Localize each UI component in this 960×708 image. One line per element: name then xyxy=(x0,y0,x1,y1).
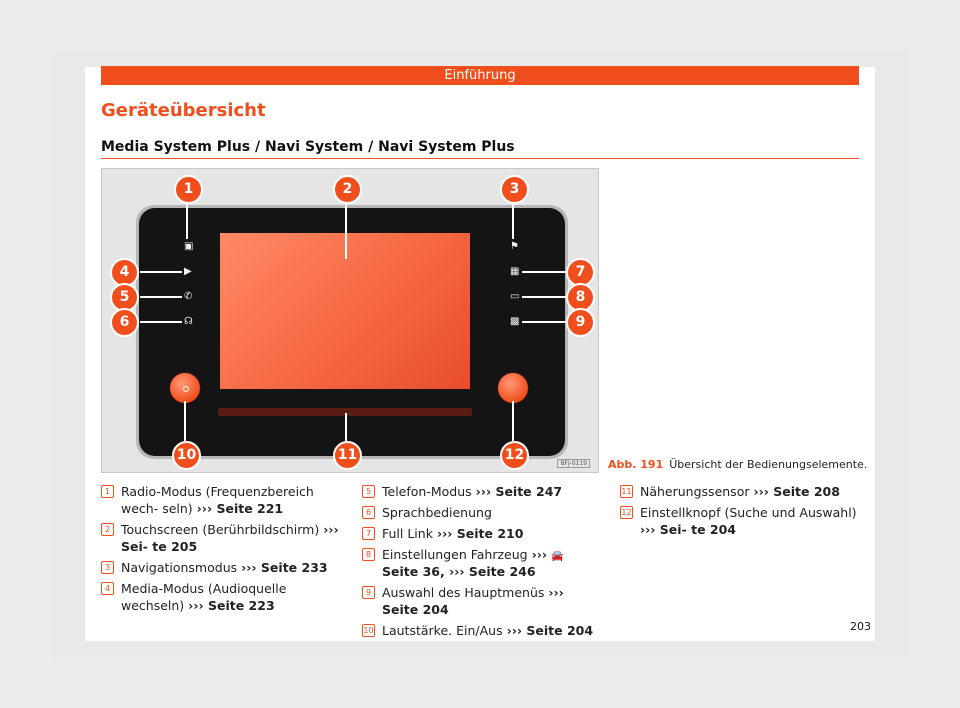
callout-7: 7 xyxy=(566,258,595,287)
leader-line xyxy=(140,271,182,273)
fulllink-icon: ▦ xyxy=(510,266,520,277)
menu-grid-icon: ▩ xyxy=(510,316,520,327)
leader-line xyxy=(512,401,514,441)
callout-2: 2 xyxy=(333,175,362,204)
page-subtitle: Media System Plus / Navi System / Navi S… xyxy=(101,139,515,155)
page-ref-link[interactable]: ››› Seite 210 xyxy=(436,526,524,541)
callout-9: 9 xyxy=(566,308,595,337)
page-ref-link[interactable]: ››› Seite 247 xyxy=(475,484,563,499)
touchscreen xyxy=(220,233,470,389)
leader-line xyxy=(522,271,566,273)
page-ref-link[interactable]: ››› Seite 204 xyxy=(382,585,564,617)
leader-line xyxy=(186,199,188,239)
page-ref-link[interactable]: ››› Seite 204 xyxy=(506,623,594,638)
radio-icon: ▣ xyxy=(184,241,194,252)
callout-10: 10 xyxy=(172,441,201,470)
leader-line xyxy=(184,401,186,441)
callout-4: 4 xyxy=(110,258,139,287)
device-figure: ▣ ▶ ✆ ☊ ⚑ ▦ ▭ ▩ 1 2 3 4 5 6 7 8 9 10 11 … xyxy=(101,168,599,473)
callout-11: 11 xyxy=(333,441,362,470)
page-ref-link[interactable]: ››› Seite 221 xyxy=(196,501,284,516)
section-header: Einführung xyxy=(101,66,859,85)
callout-3: 3 xyxy=(500,175,529,204)
car-icon: ▭ xyxy=(510,291,520,302)
callout-12: 12 xyxy=(500,441,529,470)
power-icon xyxy=(183,386,189,392)
leader-line xyxy=(140,296,182,298)
proximity-sensor xyxy=(218,408,472,416)
page-ref-link[interactable]: ››› Seite 208 xyxy=(753,484,840,499)
subtitle-rule xyxy=(101,158,859,159)
figure-caption-text: Übersicht der Bedienungselemente. xyxy=(669,458,868,471)
page-ref-link[interactable]: ››› Sei- te 205 xyxy=(121,522,339,554)
callout-8: 8 xyxy=(566,283,595,312)
callout-1: 1 xyxy=(174,175,203,204)
leader-line xyxy=(345,413,347,441)
figure-caption: Abb. 191 Übersicht der Bedienungselemente… xyxy=(608,458,867,471)
adjust-knob xyxy=(498,373,528,403)
page-ref-link[interactable]: ››› Seite 223 xyxy=(188,598,275,613)
flag-icon: ⚑ xyxy=(510,241,519,252)
page-ref-link[interactable]: Seite 36, ››› Seite 246 xyxy=(382,564,536,579)
phone-icon: ✆ xyxy=(184,291,193,302)
leader-line xyxy=(522,321,566,323)
car-icon: 🚘 xyxy=(551,551,564,562)
volume-knob xyxy=(170,373,200,403)
voice-icon: ☊ xyxy=(184,316,193,327)
leader-line xyxy=(522,296,566,298)
figure-code: BFJ-0119 xyxy=(557,459,590,468)
figure-number: Abb. 191 xyxy=(608,458,664,471)
page-ref-link[interactable]: ››› Seite 233 xyxy=(241,560,328,575)
page-title: Geräteübersicht xyxy=(101,100,266,121)
leader-line xyxy=(140,321,182,323)
page-ref-link[interactable]: ››› Sei- te 204 xyxy=(640,522,737,537)
callout-5: 5 xyxy=(110,283,139,312)
play-icon: ▶ xyxy=(184,266,192,277)
leader-line xyxy=(512,199,514,239)
leader-line xyxy=(345,199,347,259)
callout-6: 6 xyxy=(110,308,139,337)
page-number: 203 xyxy=(850,620,871,633)
